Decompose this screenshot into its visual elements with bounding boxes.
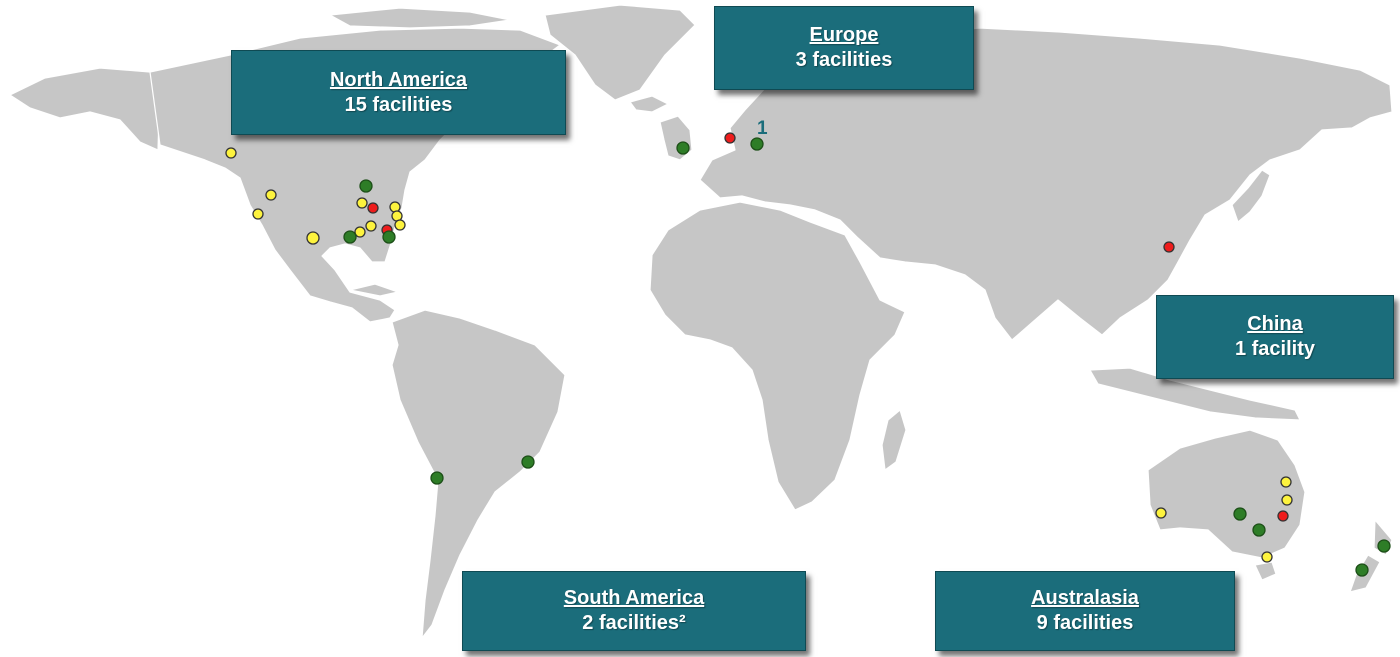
north-america-box: North America 15 facilities [231, 50, 566, 135]
facility-dot-yellow [252, 208, 264, 220]
facility-dot-green [1377, 539, 1391, 553]
land-caribbean [349, 283, 399, 297]
facility-dot-yellow [389, 201, 401, 213]
facility-dot-yellow [225, 147, 237, 159]
facility-dot-green [1233, 507, 1247, 521]
land-uk-ireland [659, 115, 693, 161]
facility-dot-yellow [1280, 476, 1292, 488]
region-name-australasia: Australasia [1031, 587, 1139, 609]
region-name-north-america: North America [329, 68, 468, 91]
land-alaska [9, 67, 161, 151]
facility-dot-yellow [394, 219, 406, 231]
land-greenland [544, 4, 696, 101]
region-count-australasia: 9 facilities [1036, 612, 1134, 634]
facility-dot-yellow [365, 220, 377, 232]
facility-dot-green [382, 230, 396, 244]
facility-dot-yellow [1281, 494, 1293, 506]
facility-dot-yellow [265, 189, 277, 201]
land-tasmania [1254, 561, 1277, 581]
region-count-china: 1 facility [1234, 338, 1316, 360]
facility-dot-red [724, 132, 736, 144]
region-name-europe: Europe [809, 24, 879, 46]
land-madagascar [881, 409, 907, 471]
region-count-south-america: 2 facilities² [582, 612, 686, 634]
facility-markers [225, 132, 1391, 577]
facility-dot-red [1163, 241, 1175, 253]
land-australia [1147, 429, 1306, 559]
region-count-europe: 3 facilities [795, 49, 893, 71]
facility-dot-yellow [306, 231, 320, 245]
facility-dot-green [676, 141, 690, 155]
facility-dot-red [1277, 510, 1289, 522]
facility-dot-green [359, 179, 373, 193]
facility-dot-green [1252, 523, 1266, 537]
facility-dot-yellow [1261, 551, 1273, 563]
facility-dot-green [521, 455, 535, 469]
land-iceland [629, 95, 669, 113]
europe-marker-label: 1 [757, 118, 768, 139]
south-america-box: South America 2 facilities² [462, 571, 806, 651]
europe-box: Europe 3 facilities [714, 6, 974, 90]
facility-dot-green [1355, 563, 1369, 577]
facility-dot-yellow [1155, 507, 1167, 519]
facility-dot-green [750, 137, 764, 151]
land-africa [649, 201, 906, 511]
facility-dot-green [430, 471, 444, 485]
facility-dot-green [343, 230, 357, 244]
facility-dot-yellow [356, 197, 368, 209]
land-southeast-asia [1089, 367, 1301, 421]
region-name-china: China [1247, 313, 1303, 335]
land-japan [1231, 169, 1271, 223]
land-arctic-islands [329, 7, 511, 29]
region-count-north-america: 15 facilities [344, 93, 453, 116]
region-name-south-america: South America [563, 587, 705, 609]
facility-dot-yellow [354, 226, 366, 238]
facility-dot-red [367, 202, 379, 214]
china-box: China 1 facility [1156, 295, 1394, 379]
australasia-box: Australasia 9 facilities [935, 571, 1235, 651]
land-south-america [391, 309, 566, 639]
